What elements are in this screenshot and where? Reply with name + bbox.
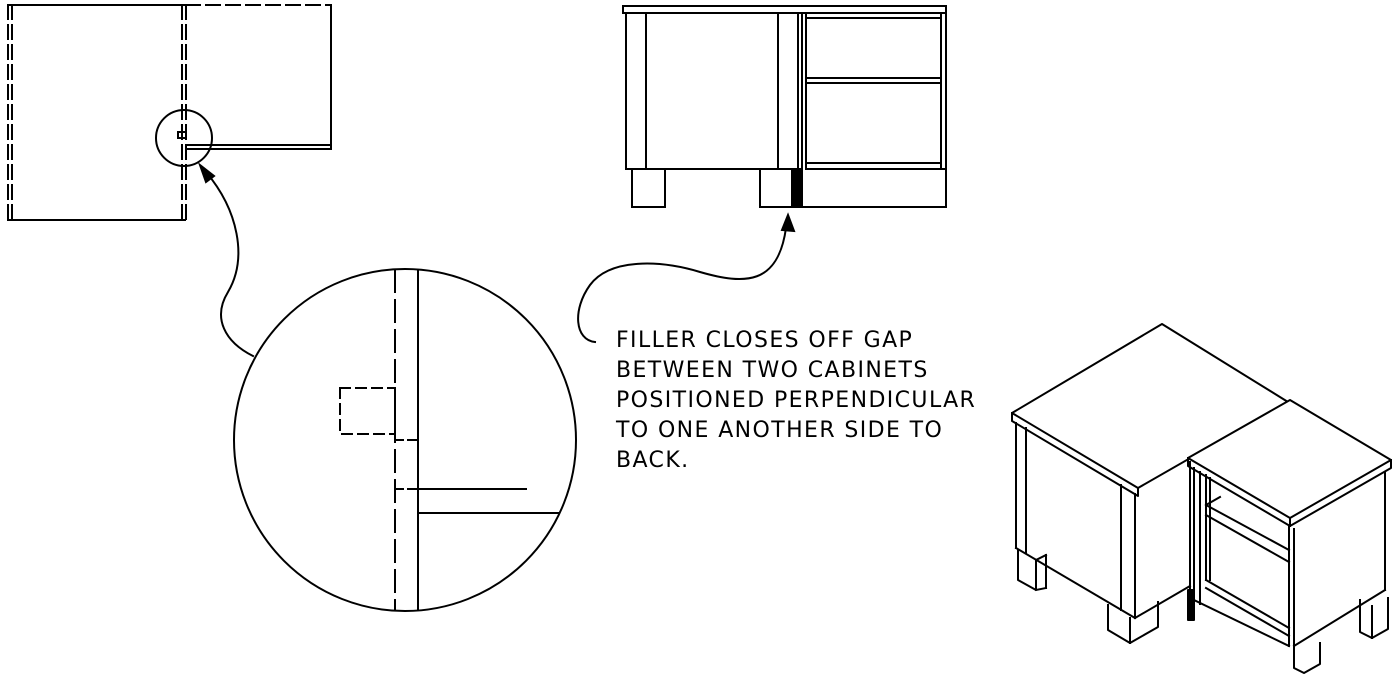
front-elevation — [622, 5, 947, 208]
note-leader-arrowhead — [780, 212, 796, 233]
detail-callout-circle — [155, 109, 213, 167]
plan-filler-marker — [177, 131, 187, 139]
elev-right-cabinet — [801, 12, 947, 208]
iso-left-cabinet-legs — [1017, 549, 1159, 644]
detail-leader — [197, 162, 255, 358]
note-line-2: BETWEEN TWO CABINETS — [616, 358, 929, 383]
detail-filler-hidden — [339, 387, 396, 435]
iso-right-cabinet-body — [1192, 467, 1387, 648]
plan-left-cabinet — [7, 4, 187, 221]
detail-enlargement — [233, 268, 577, 612]
detail-leader-arrowhead — [197, 162, 216, 184]
note-line-1: FILLER CLOSES OFF GAP — [616, 328, 913, 353]
filler-note: FILLER CLOSES OFF GAP BETWEEN TWO CABINE… — [615, 328, 976, 473]
elev-left-leg — [631, 168, 666, 208]
isometric-view — [1011, 323, 1392, 674]
elev-countertop — [622, 5, 947, 14]
iso-right-cabinet-legs — [1293, 597, 1389, 674]
note-line-5: BACK. — [616, 448, 690, 473]
note-line-4: TO ONE ANOTHER SIDE TO — [615, 418, 943, 443]
elev-right-leg — [759, 168, 793, 208]
elev-left-cabinet — [625, 12, 799, 208]
note-line-3: POSITIONED PERPENDICULAR — [616, 388, 976, 413]
plan-view — [7, 4, 332, 221]
note-leader — [577, 212, 796, 344]
detail-circle — [233, 268, 577, 612]
iso-filler — [1187, 589, 1195, 621]
elev-filler — [791, 168, 803, 208]
plan-right-cabinet — [185, 4, 332, 150]
